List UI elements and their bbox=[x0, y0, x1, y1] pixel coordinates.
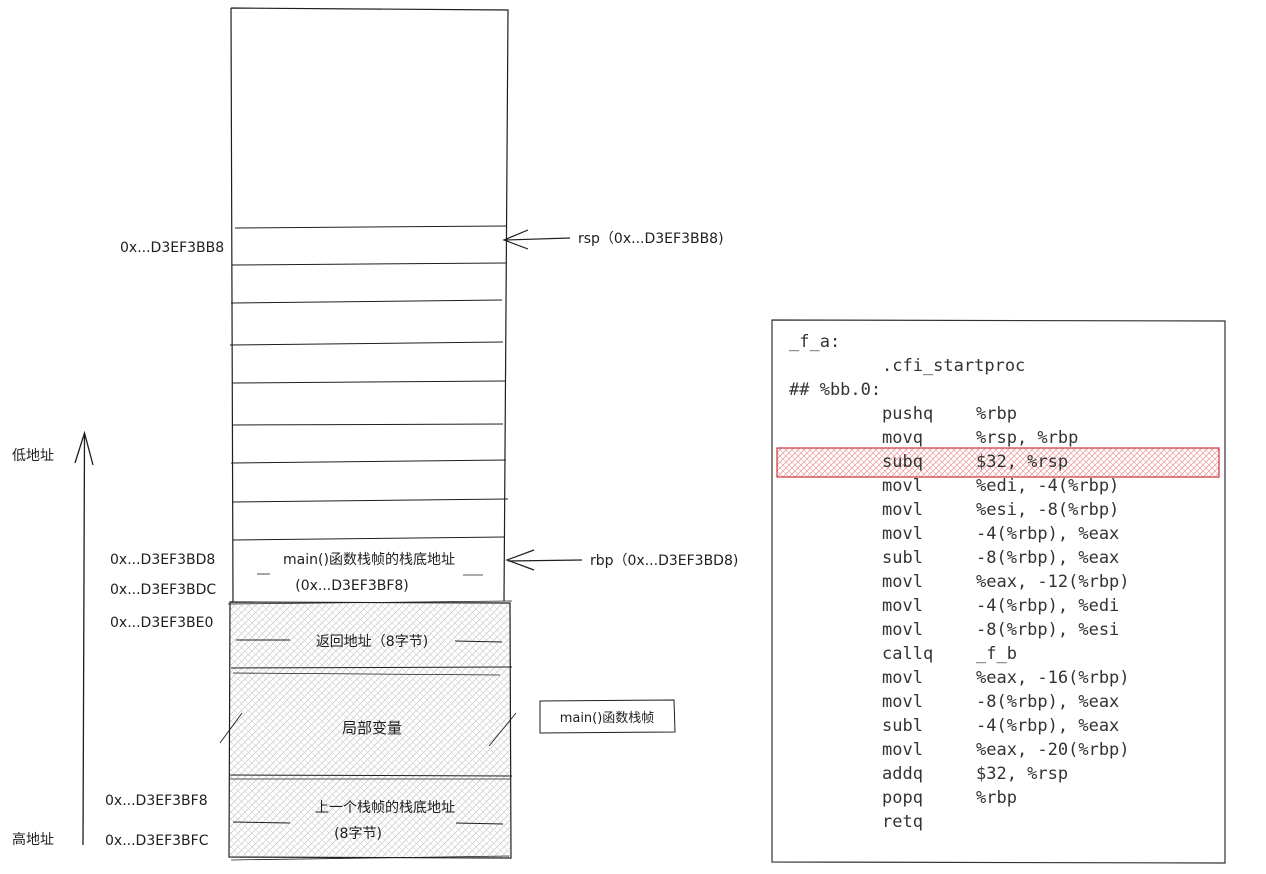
address-labels: 0x...D3EF3BB8 0x...D3EF3BD8 0x...D3EF3BD… bbox=[105, 240, 224, 849]
code-line-op: popq bbox=[882, 788, 923, 808]
address-rsp-row: 0x...D3EF3BB8 bbox=[120, 240, 224, 256]
code-line-args: %rbp bbox=[976, 788, 1017, 808]
code-line-op: subq bbox=[882, 452, 923, 472]
code-line-op: movl bbox=[882, 476, 923, 496]
prev-frame-text-line1: 上一个栈帧的栈底地址 bbox=[315, 800, 455, 816]
rbp-arrow-line bbox=[507, 559, 583, 562]
code-line-op: retq bbox=[882, 812, 923, 832]
axis-line bbox=[82, 434, 86, 846]
code-line-args: -8(%rbp), %eax bbox=[976, 548, 1119, 568]
row-line-4 bbox=[229, 341, 504, 346]
code-line-op: _f_a: bbox=[789, 332, 840, 352]
main-frame-region bbox=[219, 600, 517, 861]
code-line-op: movl bbox=[882, 500, 923, 520]
code-line-op: ## %bb.0: bbox=[789, 380, 881, 400]
rsp-pointer: rsp（0x...D3EF3BB8) bbox=[502, 229, 724, 250]
address-bdc-row: 0x...D3EF3BDC bbox=[110, 582, 216, 598]
address-bf8-row: 0x...D3EF3BF8 bbox=[105, 793, 208, 809]
stack-outline bbox=[230, 7, 509, 603]
code-line-op: movl bbox=[882, 740, 923, 760]
main-frame-label-box: main()函数栈帧 bbox=[539, 699, 676, 734]
row-line-7 bbox=[230, 459, 507, 464]
stack-cell-texts: main()函数栈帧的栈底地址 (0x...D3EF3BF8) 返回地址（8字节… bbox=[257, 552, 483, 842]
code-line-args: %rbp bbox=[976, 404, 1017, 424]
code-line-op: movl bbox=[882, 620, 923, 640]
local-variables-text: 局部变量 bbox=[342, 719, 402, 737]
code-line-op: addq bbox=[882, 764, 923, 784]
row-line-1 bbox=[234, 225, 507, 229]
saved-rbp-text-line2: (0x...D3EF3BF8) bbox=[295, 578, 409, 594]
address-axis: 低地址 高地址 bbox=[12, 430, 94, 848]
prev-frame-text-line2: (8字节) bbox=[334, 826, 382, 842]
low-address-label: 低地址 bbox=[12, 448, 54, 464]
row-line-3 bbox=[230, 299, 503, 304]
rbp-pointer: rbp（0x...D3EF3BD8) bbox=[505, 549, 738, 571]
frame-divider-return bbox=[230, 666, 513, 669]
code-line-args: %eax, -16(%rbp) bbox=[976, 668, 1130, 688]
address-bfc-row: 0x...D3EF3BFC bbox=[105, 833, 209, 849]
main-frame-shading bbox=[230, 602, 510, 858]
rsp-pointer-label: rsp（0x...D3EF3BB8) bbox=[578, 231, 724, 247]
code-line-op: callq bbox=[882, 644, 933, 664]
code-line-args: -4(%rbp), %eax bbox=[976, 716, 1119, 736]
code-line-args: %esi, -8(%rbp) bbox=[976, 500, 1119, 520]
high-address-label: 高地址 bbox=[12, 831, 54, 848]
code-line-args: %eax, -12(%rbp) bbox=[976, 572, 1130, 592]
row-line-6 bbox=[232, 423, 504, 426]
saved-rbp-text-line1: main()函数栈帧的栈底地址 bbox=[283, 552, 455, 568]
assembly-panel: _f_a: .cfi_startproc## %bb.0:pushq %rbp mov… bbox=[771, 319, 1226, 864]
code-line-op: movq bbox=[882, 428, 923, 448]
code-line-op: movl bbox=[882, 572, 923, 592]
code-line-op: movl bbox=[882, 596, 923, 616]
code-line-args: -4(%rbp), %edi bbox=[976, 596, 1119, 616]
row-line-2 bbox=[231, 262, 507, 266]
code-line-op: movl bbox=[882, 524, 923, 544]
stack-column bbox=[229, 7, 509, 603]
return-address-text: 返回地址（8字节) bbox=[316, 634, 428, 650]
code-line-op: .cfi_startproc bbox=[882, 356, 1025, 376]
code-line-args: $32, %rsp bbox=[976, 764, 1068, 784]
code-line-args: %edi, -4(%rbp) bbox=[976, 476, 1119, 496]
rbp-pointer-label: rbp（0x...D3EF3BD8) bbox=[590, 553, 738, 569]
code-line-op: movl bbox=[882, 668, 923, 688]
code-line-args: -8(%rbp), %eax bbox=[976, 692, 1119, 712]
assembly-code-lines: _f_a: .cfi_startproc## %bb.0:pushq %rbp mov… bbox=[789, 332, 1130, 832]
subq-highlight bbox=[776, 447, 1220, 478]
address-be0-row: 0x...D3EF3BE0 bbox=[110, 615, 213, 631]
row-line-5 bbox=[231, 380, 506, 384]
axis-arrowhead bbox=[74, 430, 94, 466]
code-line-args: %rsp, %rbp bbox=[976, 428, 1078, 448]
row-line-8 bbox=[232, 498, 509, 503]
rbp-arrow-head bbox=[505, 549, 535, 571]
main-frame-label: main()函数栈帧 bbox=[560, 711, 655, 726]
code-line-op: subl bbox=[882, 548, 923, 568]
code-line-op: subl bbox=[882, 716, 923, 736]
rsp-arrow-head bbox=[502, 229, 529, 250]
code-line-args: %eax, -20(%rbp) bbox=[976, 740, 1130, 760]
code-line-op: pushq bbox=[882, 404, 933, 424]
code-line-op: movl bbox=[882, 692, 923, 712]
code-line-args: -4(%rbp), %eax bbox=[976, 524, 1119, 544]
rsp-arrow-line bbox=[505, 237, 571, 241]
code-line-args: $32, %rsp bbox=[976, 452, 1068, 472]
row-line-9 bbox=[232, 536, 506, 541]
frame-divider-locals bbox=[229, 774, 513, 777]
code-line-args: _f_b bbox=[976, 644, 1017, 664]
address-rbp-row: 0x...D3EF3BD8 bbox=[110, 552, 215, 568]
code-line-args: -8(%rbp), %esi bbox=[976, 620, 1119, 640]
